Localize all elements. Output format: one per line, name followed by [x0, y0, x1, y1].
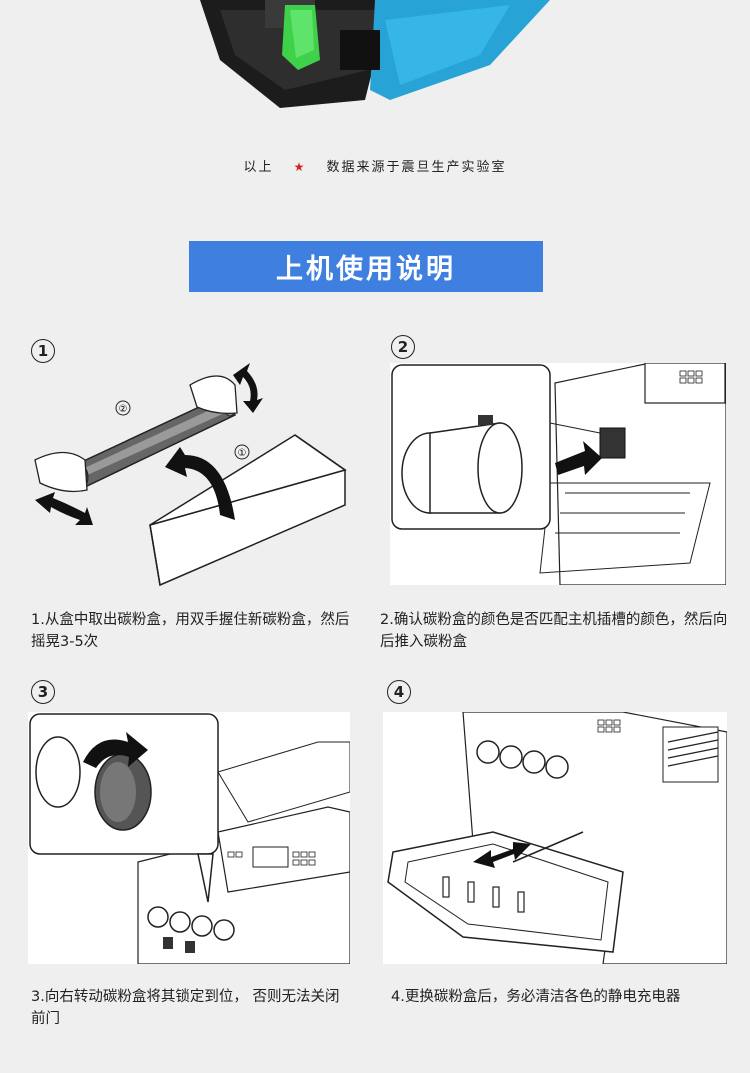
inner-label-2: ②	[119, 404, 128, 415]
step-2-number: 2	[391, 335, 415, 359]
step-1-number: 1	[31, 339, 55, 363]
step-4-caption: 4.更换碳粉盒后，务必清洁各色的静电充电器	[391, 989, 681, 1005]
step-4-number: 4	[387, 680, 411, 704]
source-prefix: 以上	[243, 160, 274, 175]
step-1-illustration: ② ①	[25, 355, 355, 595]
data-source-note: 以上 ★ 数据来源于震旦生产实验室	[0, 156, 750, 175]
inner-label-1: ①	[238, 448, 247, 459]
source-text: 数据来源于震旦生产实验室	[326, 160, 507, 175]
step-3-illustration	[28, 712, 350, 964]
step-4-illustration	[383, 712, 727, 964]
step-2-illustration	[390, 363, 726, 585]
step-3-caption: 3.向右转动碳粉盒将其锁定到位， 否则无法关闭前门	[31, 989, 340, 1027]
section-title-banner: 上机使用说明	[189, 241, 543, 292]
section-title: 上机使用说明	[276, 254, 456, 285]
step-2-caption: 2.确认碳粉盒的颜色是否匹配主机插槽的颜色，然后向后推入碳粉盒	[380, 612, 728, 650]
step-1-caption: 1.从盒中取出碳粉盒，用双手握住新碳粉盒，然后摇晃3-5次	[31, 612, 350, 650]
toner-cartridge-photo	[190, 0, 570, 115]
star-icon: ★	[293, 160, 307, 174]
step-3-number: 3	[31, 680, 55, 704]
